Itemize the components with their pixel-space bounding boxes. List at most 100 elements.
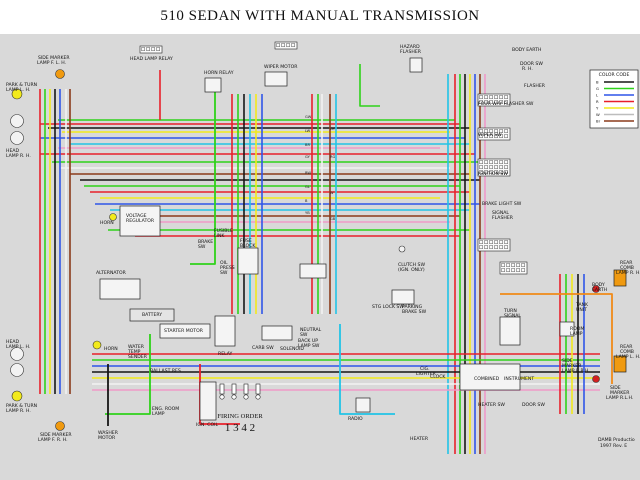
connector-pin xyxy=(506,268,510,272)
label-parking-brake-sw: PARKING xyxy=(402,304,423,310)
connector-pin xyxy=(479,170,483,174)
label-head-lamp-lh: HEAD xyxy=(6,339,19,345)
ign-coil-box xyxy=(199,381,217,421)
label-oil-press-sw-2: PRESS xyxy=(220,265,235,271)
connector-pin xyxy=(504,170,508,174)
connector-pin xyxy=(499,240,503,244)
connector-pin xyxy=(489,129,493,133)
label-fuse-block-2: BLOCK xyxy=(240,243,256,249)
connector-pin xyxy=(489,100,493,104)
connector-pin xyxy=(156,47,160,51)
alternator-box xyxy=(99,278,141,300)
turn-signal-switch-box xyxy=(499,316,521,346)
connector-pin xyxy=(479,245,483,249)
label-turn-signal: TURN xyxy=(503,308,517,314)
connector-pin xyxy=(504,134,508,138)
label-turn-signal-2: SIGNAL xyxy=(504,313,521,319)
label-body-earth-right-2: EARTH xyxy=(592,287,607,293)
ignition-switch-connector xyxy=(477,158,511,177)
connector-pin xyxy=(151,47,155,51)
connector-pin xyxy=(494,240,498,244)
label-wiper-sw: WIPER SW xyxy=(478,132,502,138)
connector-body xyxy=(477,127,511,141)
connector-pin xyxy=(504,129,508,133)
spark-plug-wire-terminal xyxy=(219,383,225,395)
label-wire-gy: GY xyxy=(305,155,311,159)
wiper-motor-connector xyxy=(274,41,298,50)
connector-pin xyxy=(276,43,280,47)
head-lamp-rh-outer xyxy=(10,114,24,128)
label-brake-light-sw: BRAKE LIGHT SW xyxy=(482,201,522,207)
rear-comb-lamp-lh-box xyxy=(613,355,627,373)
clutch-switch-box xyxy=(391,289,415,305)
label-cig-lighter: CIG. xyxy=(420,366,430,372)
label-water-temp-sender-3: SENDER xyxy=(128,354,148,360)
label-door-sw-2: R. H. xyxy=(522,66,533,72)
label-park-turn-rh: PARK & TURN xyxy=(6,403,37,409)
rear-comb-lamp-rh-box xyxy=(613,269,627,287)
color-code-box xyxy=(589,69,639,129)
label-wire-rg: RG xyxy=(330,155,335,159)
side-marker-rear-rh-lamp xyxy=(592,285,600,293)
connector-pin xyxy=(499,160,503,164)
connector-pin xyxy=(489,160,493,164)
label-body-earth-right: BODY xyxy=(592,282,605,288)
label-eng-room-lamp: ENG. ROOM xyxy=(152,406,179,412)
connector-pin xyxy=(499,170,503,174)
label-parking-brake-sw-2: BRAKE SW xyxy=(402,309,427,315)
label-wire-gb: GB xyxy=(330,217,336,221)
connector-pin xyxy=(499,134,503,138)
hazard-flasher-box xyxy=(409,57,423,73)
label-heater: HEATER xyxy=(410,436,429,442)
connector-pin xyxy=(489,165,493,169)
connector-pin xyxy=(499,245,503,249)
connector-body xyxy=(499,261,528,275)
label-side-marker-rear-rh-2: MARKER xyxy=(562,363,582,369)
connector-pin xyxy=(141,47,145,51)
label-solenoid: SOLENOID xyxy=(280,346,304,352)
connector-pin xyxy=(494,160,498,164)
label-rear-comb-lamp-lh-2: COMB xyxy=(620,349,634,355)
wire xyxy=(339,324,395,415)
label-water-temp-sender: WATER xyxy=(128,344,145,350)
label-rear-comb-lamp-rh-3: LAMP R. H. xyxy=(616,270,640,276)
firing-order-digits: 1 3 4 2 xyxy=(225,422,255,434)
voltage-regulator-box xyxy=(119,205,161,237)
connector-pin xyxy=(521,268,525,272)
connector-pin xyxy=(484,240,488,244)
connector-pin xyxy=(479,95,483,99)
wire-harness xyxy=(39,64,613,454)
label-side-marker-rear-lh-2: MARKER xyxy=(610,390,630,396)
label-horn-relay: HORN RELAY xyxy=(204,70,234,76)
connector-pin xyxy=(494,95,498,99)
label-fusible-link: FUSIBLE xyxy=(214,228,233,234)
connector-pin xyxy=(494,129,498,133)
horn-rear xyxy=(92,340,102,350)
label-wire-b: B xyxy=(305,199,308,203)
connector-pin xyxy=(484,165,488,169)
color-code-entry-code: Y xyxy=(596,106,599,111)
label-four-way-flasher-sw: FOUR WAY FLASHER SW xyxy=(478,101,534,107)
label-tank-unit: TANK xyxy=(575,302,589,308)
label-wire-lw: LW xyxy=(305,129,311,133)
connector-pin xyxy=(511,263,515,267)
combined-instrument-box xyxy=(459,363,521,391)
label-instrument: INSTRUMENT xyxy=(504,376,534,382)
connector-pin xyxy=(489,134,493,138)
wire xyxy=(500,293,613,384)
park-turn-lamp-lh xyxy=(11,88,23,100)
color-code-entry-code: R xyxy=(596,99,599,104)
connector-pin xyxy=(499,95,503,99)
horn-front xyxy=(109,213,117,221)
connector-body xyxy=(477,238,511,252)
connector-pin xyxy=(489,245,493,249)
label-alternator: ALTERNATOR xyxy=(96,270,127,276)
spark-plug-wire-terminal xyxy=(255,383,261,395)
label-wiper-motor: WIPER MOTOR xyxy=(264,64,298,70)
connector-pin xyxy=(479,100,483,104)
connector-pin xyxy=(489,240,493,244)
connector-pin xyxy=(291,43,295,47)
label-radio: RADIO xyxy=(348,416,363,422)
battery-box xyxy=(129,308,175,322)
